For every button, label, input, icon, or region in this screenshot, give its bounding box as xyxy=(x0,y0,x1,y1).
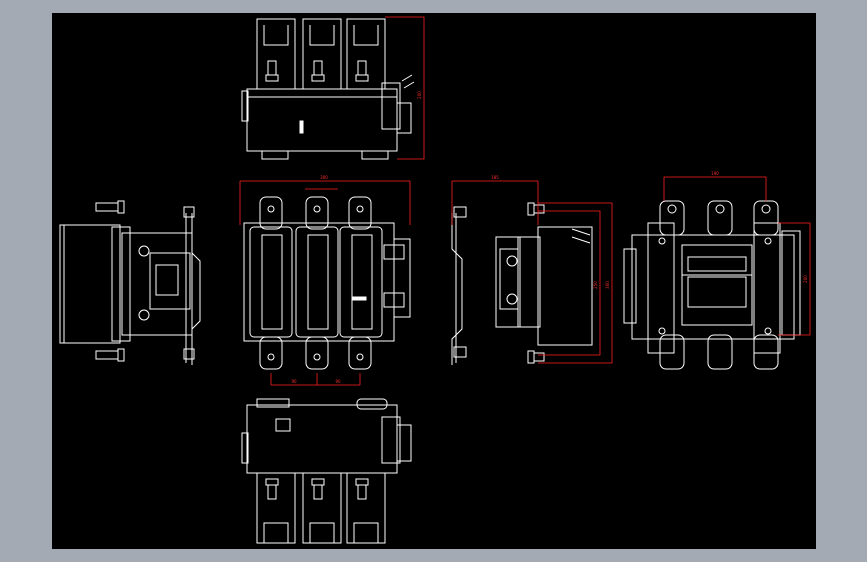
top-terminal-3 xyxy=(346,18,386,90)
dimension-lines xyxy=(239,16,811,386)
top-terminal-1 xyxy=(256,18,296,90)
dim-back-height: 200 xyxy=(803,275,808,283)
front-view xyxy=(243,196,411,370)
dim-front-pitch-left: 90 xyxy=(291,379,297,384)
dim-front-width: 300 xyxy=(320,175,328,180)
dim-top-height: 200 xyxy=(417,91,422,99)
dim-right-height-outer: 300 xyxy=(605,281,610,289)
dim-right-height-inner: 250 xyxy=(593,281,598,289)
left-side-view xyxy=(59,200,201,365)
dim-front-pitch-right: 90 xyxy=(335,379,341,384)
cad-drawing: 200 300 90 90 185 300 250 190 200 xyxy=(59,16,811,544)
dimension-labels: 200 300 90 90 185 300 250 190 200 xyxy=(291,91,808,384)
right-side-view xyxy=(451,202,593,365)
back-view xyxy=(623,200,801,370)
dim-right-depth: 185 xyxy=(491,175,499,180)
bottom-view xyxy=(241,398,412,544)
dim-back-width: 190 xyxy=(711,171,719,176)
cad-drawing-viewport[interactable]: 200 300 90 90 185 300 250 190 200 xyxy=(52,13,816,549)
top-view xyxy=(241,18,415,160)
top-terminal-2 xyxy=(302,18,342,90)
